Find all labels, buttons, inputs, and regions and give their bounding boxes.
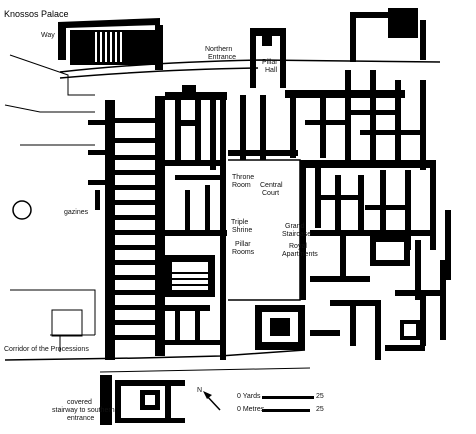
label-covered-stairway-line3: entrance: [67, 415, 95, 422]
north-entrance-walls: [58, 8, 441, 88]
label-pillar-hall-line1: Pillar: [262, 59, 278, 66]
north-arrow-label: N: [197, 387, 202, 394]
label-magazines: gazines: [64, 209, 89, 216]
north-arrow: N: [197, 387, 221, 411]
label-tripartite-shrine-line1: Triple: [231, 219, 249, 226]
label-royal-apartments-line1: Royal: [289, 243, 307, 250]
label-grand-staircase-line1: Grand: [285, 223, 305, 230]
repository-circle: [12, 200, 32, 220]
label-royal-apartments-line2: Apartments: [282, 251, 318, 258]
label-pillar-rooms-line1: Pillar: [235, 241, 251, 248]
scale-metres-label: 0 Metres: [237, 406, 265, 413]
outer-boundary-lines: [4, 54, 311, 373]
label-throne-room-line2: Room: [232, 182, 251, 189]
map-title: Knossos Palace: [4, 9, 69, 19]
label-tripartite-shrine-line2: Shrine: [232, 227, 253, 234]
label-central-court-line2: Court: [262, 190, 280, 197]
label-throne-room-line1: Throne: [232, 174, 255, 181]
scale-metres-end: 25: [316, 406, 324, 413]
scale-yards-label: 0 Yards: [237, 393, 261, 400]
label-corridor-of-processions: Corridor of the Processions: [4, 346, 89, 353]
yards-scale-bar: [262, 396, 314, 399]
central-court: [228, 95, 306, 301]
label-grand-staircase-line2: Staircase: [282, 231, 312, 238]
label-way: Way: [41, 32, 55, 39]
label-covered-stairway-line1: covered: [67, 399, 92, 406]
south-structures: [100, 375, 185, 425]
scale-bars: [262, 396, 314, 412]
east-wing-rooms: [255, 70, 451, 360]
metres-scale-bar: [262, 409, 310, 412]
west-wing-rooms: [165, 85, 227, 360]
label-northern-entrance-line1: Northern: [205, 46, 233, 53]
label-central-court-line1: Central: [260, 182, 283, 189]
scale-yards-end: 25: [316, 393, 324, 400]
west-magazines: [88, 96, 165, 360]
label-pillar-hall-line2: Hall: [265, 67, 278, 74]
label-pillar-rooms-line2: Rooms: [232, 249, 255, 256]
label-covered-stairway-line2: stairway to southern: [52, 407, 115, 414]
label-northern-entrance-line2: Entrance: [208, 54, 237, 61]
